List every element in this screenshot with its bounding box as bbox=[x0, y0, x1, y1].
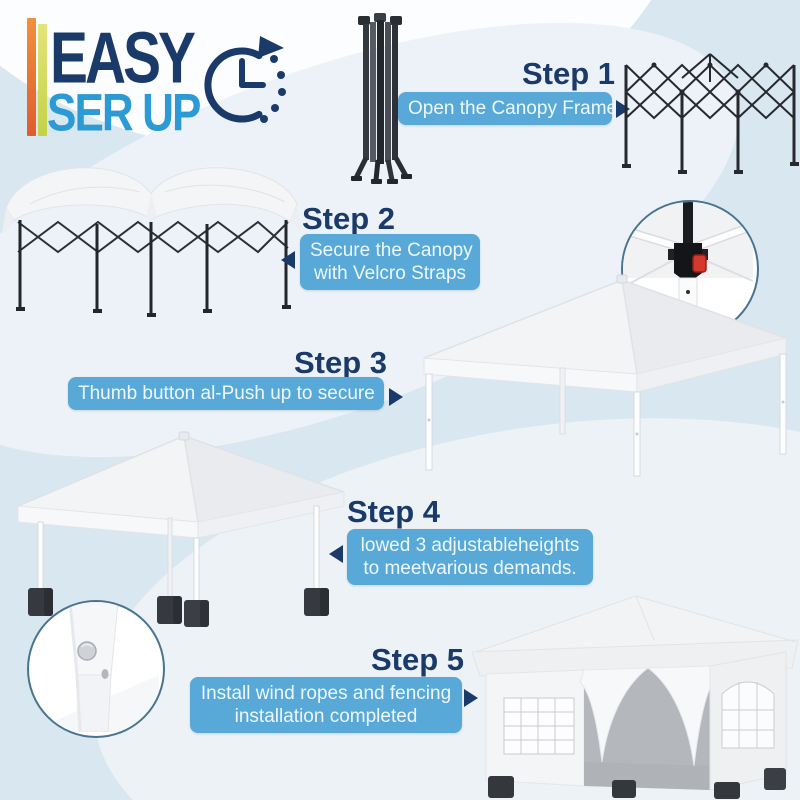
step3-heading: Step 3 bbox=[294, 345, 388, 380]
thumb-button-closeup-inset bbox=[27, 600, 165, 738]
step2-arrow-left-icon bbox=[281, 251, 295, 269]
step5-text-line2: installation completed bbox=[234, 706, 418, 728]
step5-heading: Step 5 bbox=[371, 642, 465, 677]
step4-text-line2: to meetvarious demands. bbox=[363, 558, 577, 580]
step2-heading: Step 2 bbox=[302, 201, 396, 236]
tent-complete-image bbox=[468, 590, 800, 800]
step4-arrow-left-icon bbox=[329, 545, 343, 563]
step2-callout: Secure the Canopy with Velcro Straps bbox=[300, 234, 480, 291]
canopy-assembled-image bbox=[412, 272, 800, 478]
canopy-draped-image bbox=[0, 158, 302, 318]
step3-text: Thumb button al-Push up to secure bbox=[78, 383, 375, 404]
step2-text-line2: with Velcro Straps bbox=[313, 263, 467, 285]
step2-text-line1: Secure the Canopy bbox=[310, 240, 473, 261]
step5-callout: Install wind ropes and fencing installat… bbox=[190, 677, 462, 734]
step1-callout: Open the Canopy Frame bbox=[398, 92, 618, 126]
step5-arrow-right-icon bbox=[464, 689, 478, 707]
step4-callout: lowed 3 adjustableheights to meetvarious… bbox=[347, 529, 593, 586]
step1-heading: Step 1 bbox=[522, 56, 616, 91]
logo-subtitle: SER UP bbox=[47, 82, 201, 143]
canopy-weighted-image bbox=[8, 430, 356, 630]
step5-text-line1: Install wind ropes and fencing bbox=[200, 683, 452, 704]
open-frame-image bbox=[618, 52, 800, 178]
step4-text-line1: lowed 3 adjustableheights bbox=[360, 535, 580, 556]
folded-frame-image bbox=[330, 8, 430, 188]
clock-icon bbox=[202, 30, 302, 140]
step3-arrow-right-icon bbox=[389, 388, 403, 406]
logo-title: EASY bbox=[50, 17, 196, 99]
logo-accent-bar-orange bbox=[27, 18, 36, 136]
step1-text: Open the Canopy Frame bbox=[408, 98, 618, 119]
logo-accent-bar-green bbox=[38, 24, 47, 136]
step4-heading: Step 4 bbox=[347, 494, 441, 529]
step3-callout: Thumb button al-Push up to secure bbox=[68, 377, 384, 411]
